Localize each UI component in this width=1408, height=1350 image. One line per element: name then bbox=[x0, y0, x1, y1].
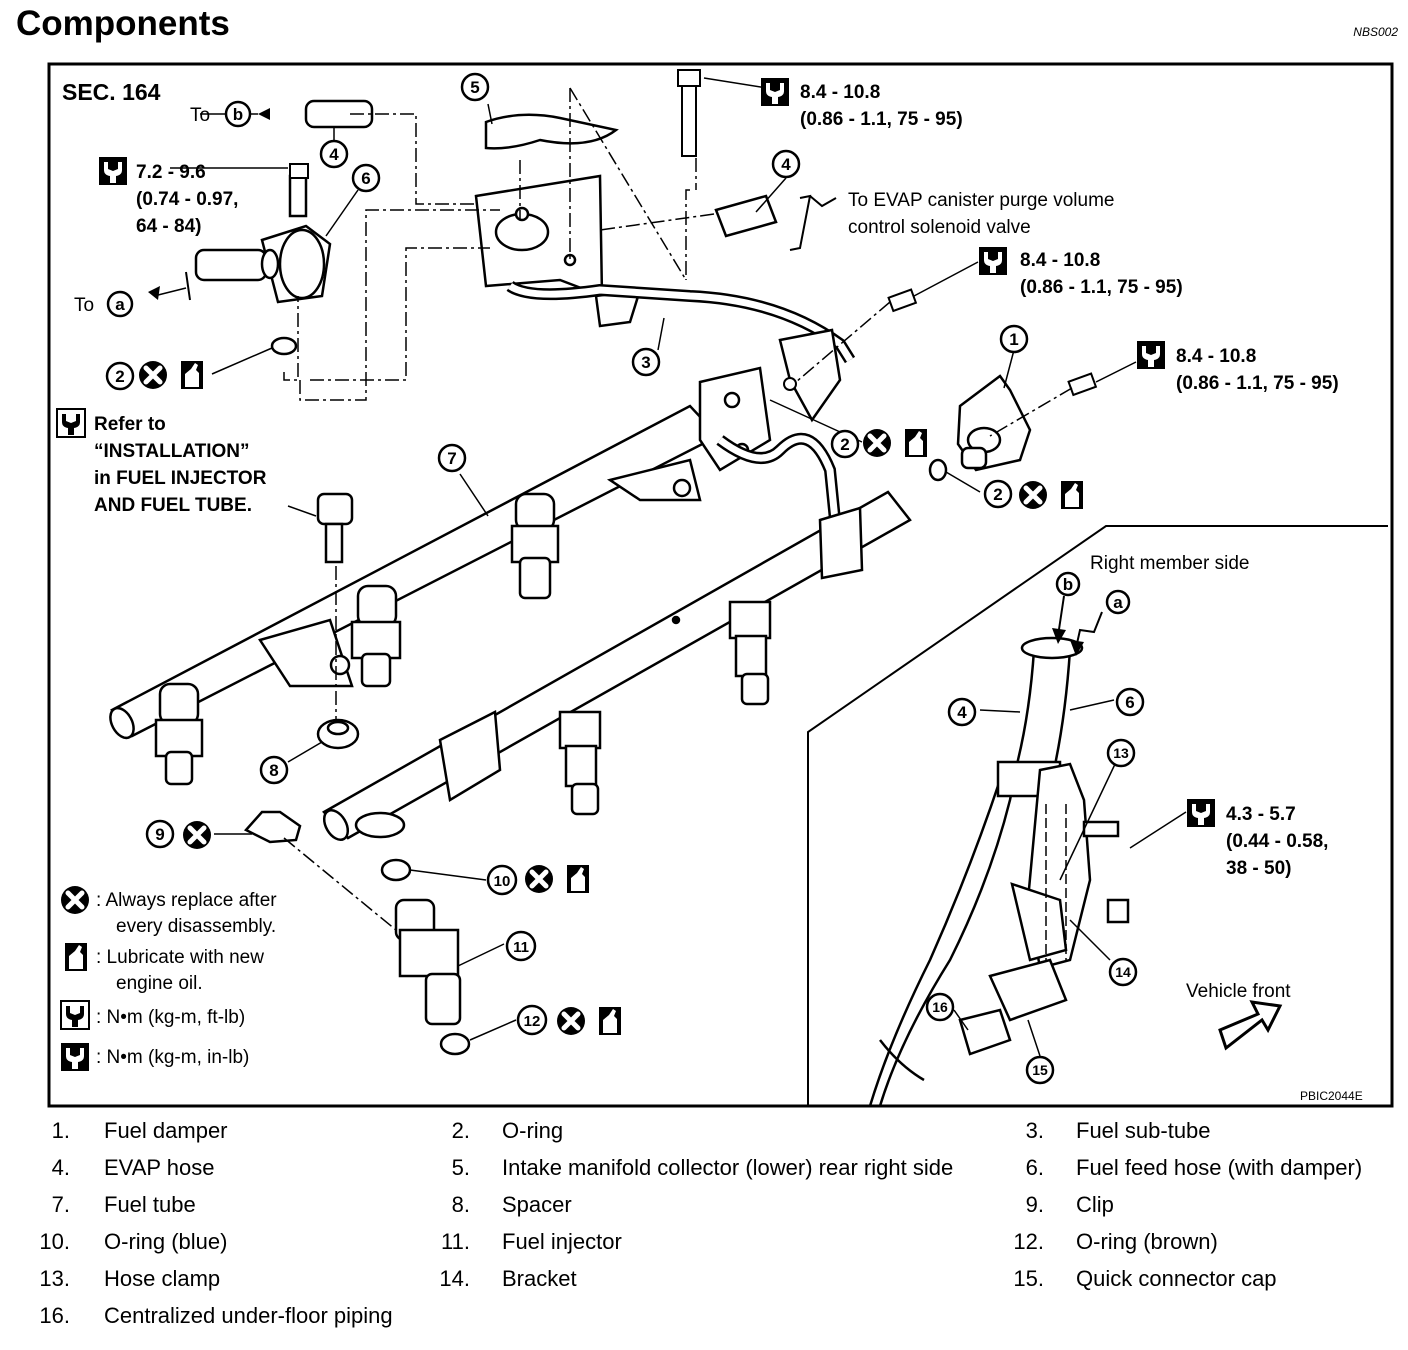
key-lube-line2: engine oil. bbox=[116, 973, 203, 994]
vehicle-front-label: Vehicle front bbox=[1186, 981, 1291, 1002]
callout-13: 13 bbox=[1113, 745, 1129, 761]
figure-code: PBIC2044E bbox=[1300, 1089, 1363, 1103]
torque-6-line2: (0.74 - 0.97, bbox=[136, 189, 238, 210]
fuel-tube bbox=[109, 366, 772, 740]
callout-circles bbox=[105, 72, 1145, 1085]
callout-6-left: 6 bbox=[361, 169, 370, 188]
torque-top-line2: (0.86 - 1.1, 75 - 95) bbox=[800, 109, 963, 130]
callout-1: 1 bbox=[1009, 330, 1018, 349]
key-replace-line1: : Always replace after bbox=[96, 890, 277, 911]
torque-6-line3: 64 - 84) bbox=[136, 216, 201, 237]
key-inlb: : N•m (kg-m, in-lb) bbox=[96, 1047, 249, 1068]
torque-right-line1: 8.4 - 10.8 bbox=[1176, 346, 1256, 367]
section-label: SEC. 164 bbox=[62, 79, 161, 105]
callout-15: 15 bbox=[1032, 1062, 1048, 1078]
fuel-feed-damper bbox=[194, 174, 332, 304]
callout-2-left: 2 bbox=[115, 367, 124, 386]
letter-b-inset: b bbox=[1063, 575, 1073, 594]
fuel-rail-lower bbox=[322, 490, 912, 841]
clip bbox=[243, 810, 302, 844]
inset-torque-line3: 38 - 50) bbox=[1226, 858, 1291, 879]
callout-9: 9 bbox=[155, 825, 164, 844]
letter-b-top: b bbox=[233, 105, 243, 124]
to-b-label: To bbox=[190, 105, 210, 126]
callout-4-right: 4 bbox=[781, 155, 791, 174]
inset-title: Right member side bbox=[1090, 553, 1249, 574]
evap-line1: To EVAP canister purge volume bbox=[848, 190, 1115, 211]
spacer-and-bolt bbox=[316, 492, 360, 750]
torque-right-line2: (0.86 - 1.1, 75 - 95) bbox=[1176, 373, 1339, 394]
callout-14: 14 bbox=[1115, 964, 1131, 980]
callout-2-right: 2 bbox=[993, 485, 1002, 504]
callout-11: 11 bbox=[513, 939, 529, 956]
inset-frame bbox=[807, 525, 1388, 1106]
letter-a-inset: a bbox=[1113, 593, 1123, 612]
o-ring-brown bbox=[439, 1032, 471, 1056]
callout-3: 3 bbox=[641, 353, 650, 372]
document-code: NBS002 bbox=[1353, 25, 1398, 39]
o-ring-blue bbox=[380, 858, 412, 882]
callout-6-inset: 6 bbox=[1125, 693, 1134, 712]
vehicle-front-arrow bbox=[1218, 1000, 1283, 1051]
refer-line1: Refer to bbox=[94, 414, 166, 435]
key-lube-line1: : Lubricate with new bbox=[96, 947, 264, 968]
callout-8: 8 bbox=[269, 761, 278, 780]
bolts bbox=[289, 69, 1098, 397]
callout-5: 5 bbox=[470, 78, 479, 97]
key-replace-line2: every disassembly. bbox=[116, 916, 276, 937]
callout-4-left: 4 bbox=[329, 145, 339, 164]
refer-line3: in FUEL INJECTOR bbox=[94, 468, 267, 489]
torque-top-line1: 8.4 - 10.8 bbox=[800, 82, 880, 103]
inset-torque-line2: (0.44 - 0.58, bbox=[1226, 831, 1328, 852]
torque-6-line1: 7.2 - 9.6 bbox=[136, 162, 206, 183]
key-ftlb: : N•m (kg-m, ft-lb) bbox=[96, 1007, 245, 1028]
evap-line2: control solenoid valve bbox=[848, 217, 1031, 238]
callout-10: 10 bbox=[494, 873, 511, 890]
components-diagram: SEC. 164 bbox=[47, 62, 1394, 1108]
to-a-label: To bbox=[74, 295, 94, 316]
diagram-frame bbox=[47, 62, 1394, 1108]
inset-torque-line1: 4.3 - 5.7 bbox=[1226, 804, 1296, 825]
fuel-injectors bbox=[154, 492, 772, 1026]
callout-2-mid: 2 bbox=[840, 435, 849, 454]
torque-mid-line2: (0.86 - 1.1, 75 - 95) bbox=[1020, 277, 1183, 298]
callout-16: 16 bbox=[932, 999, 948, 1015]
letter-a-left: a bbox=[115, 295, 125, 314]
callout-12: 12 bbox=[524, 1013, 541, 1030]
evap-hose bbox=[304, 99, 374, 129]
torque-mid-line1: 8.4 - 10.8 bbox=[1020, 250, 1100, 271]
callout-7: 7 bbox=[447, 449, 456, 468]
callout-4-inset: 4 bbox=[957, 703, 967, 722]
fuel-damper bbox=[956, 374, 1032, 472]
refer-line4: AND FUEL TUBE. bbox=[94, 495, 252, 516]
refer-line2: “INSTALLATION” bbox=[94, 441, 250, 462]
page-title: Components bbox=[16, 4, 230, 43]
inset-hoses bbox=[868, 636, 1130, 1107]
